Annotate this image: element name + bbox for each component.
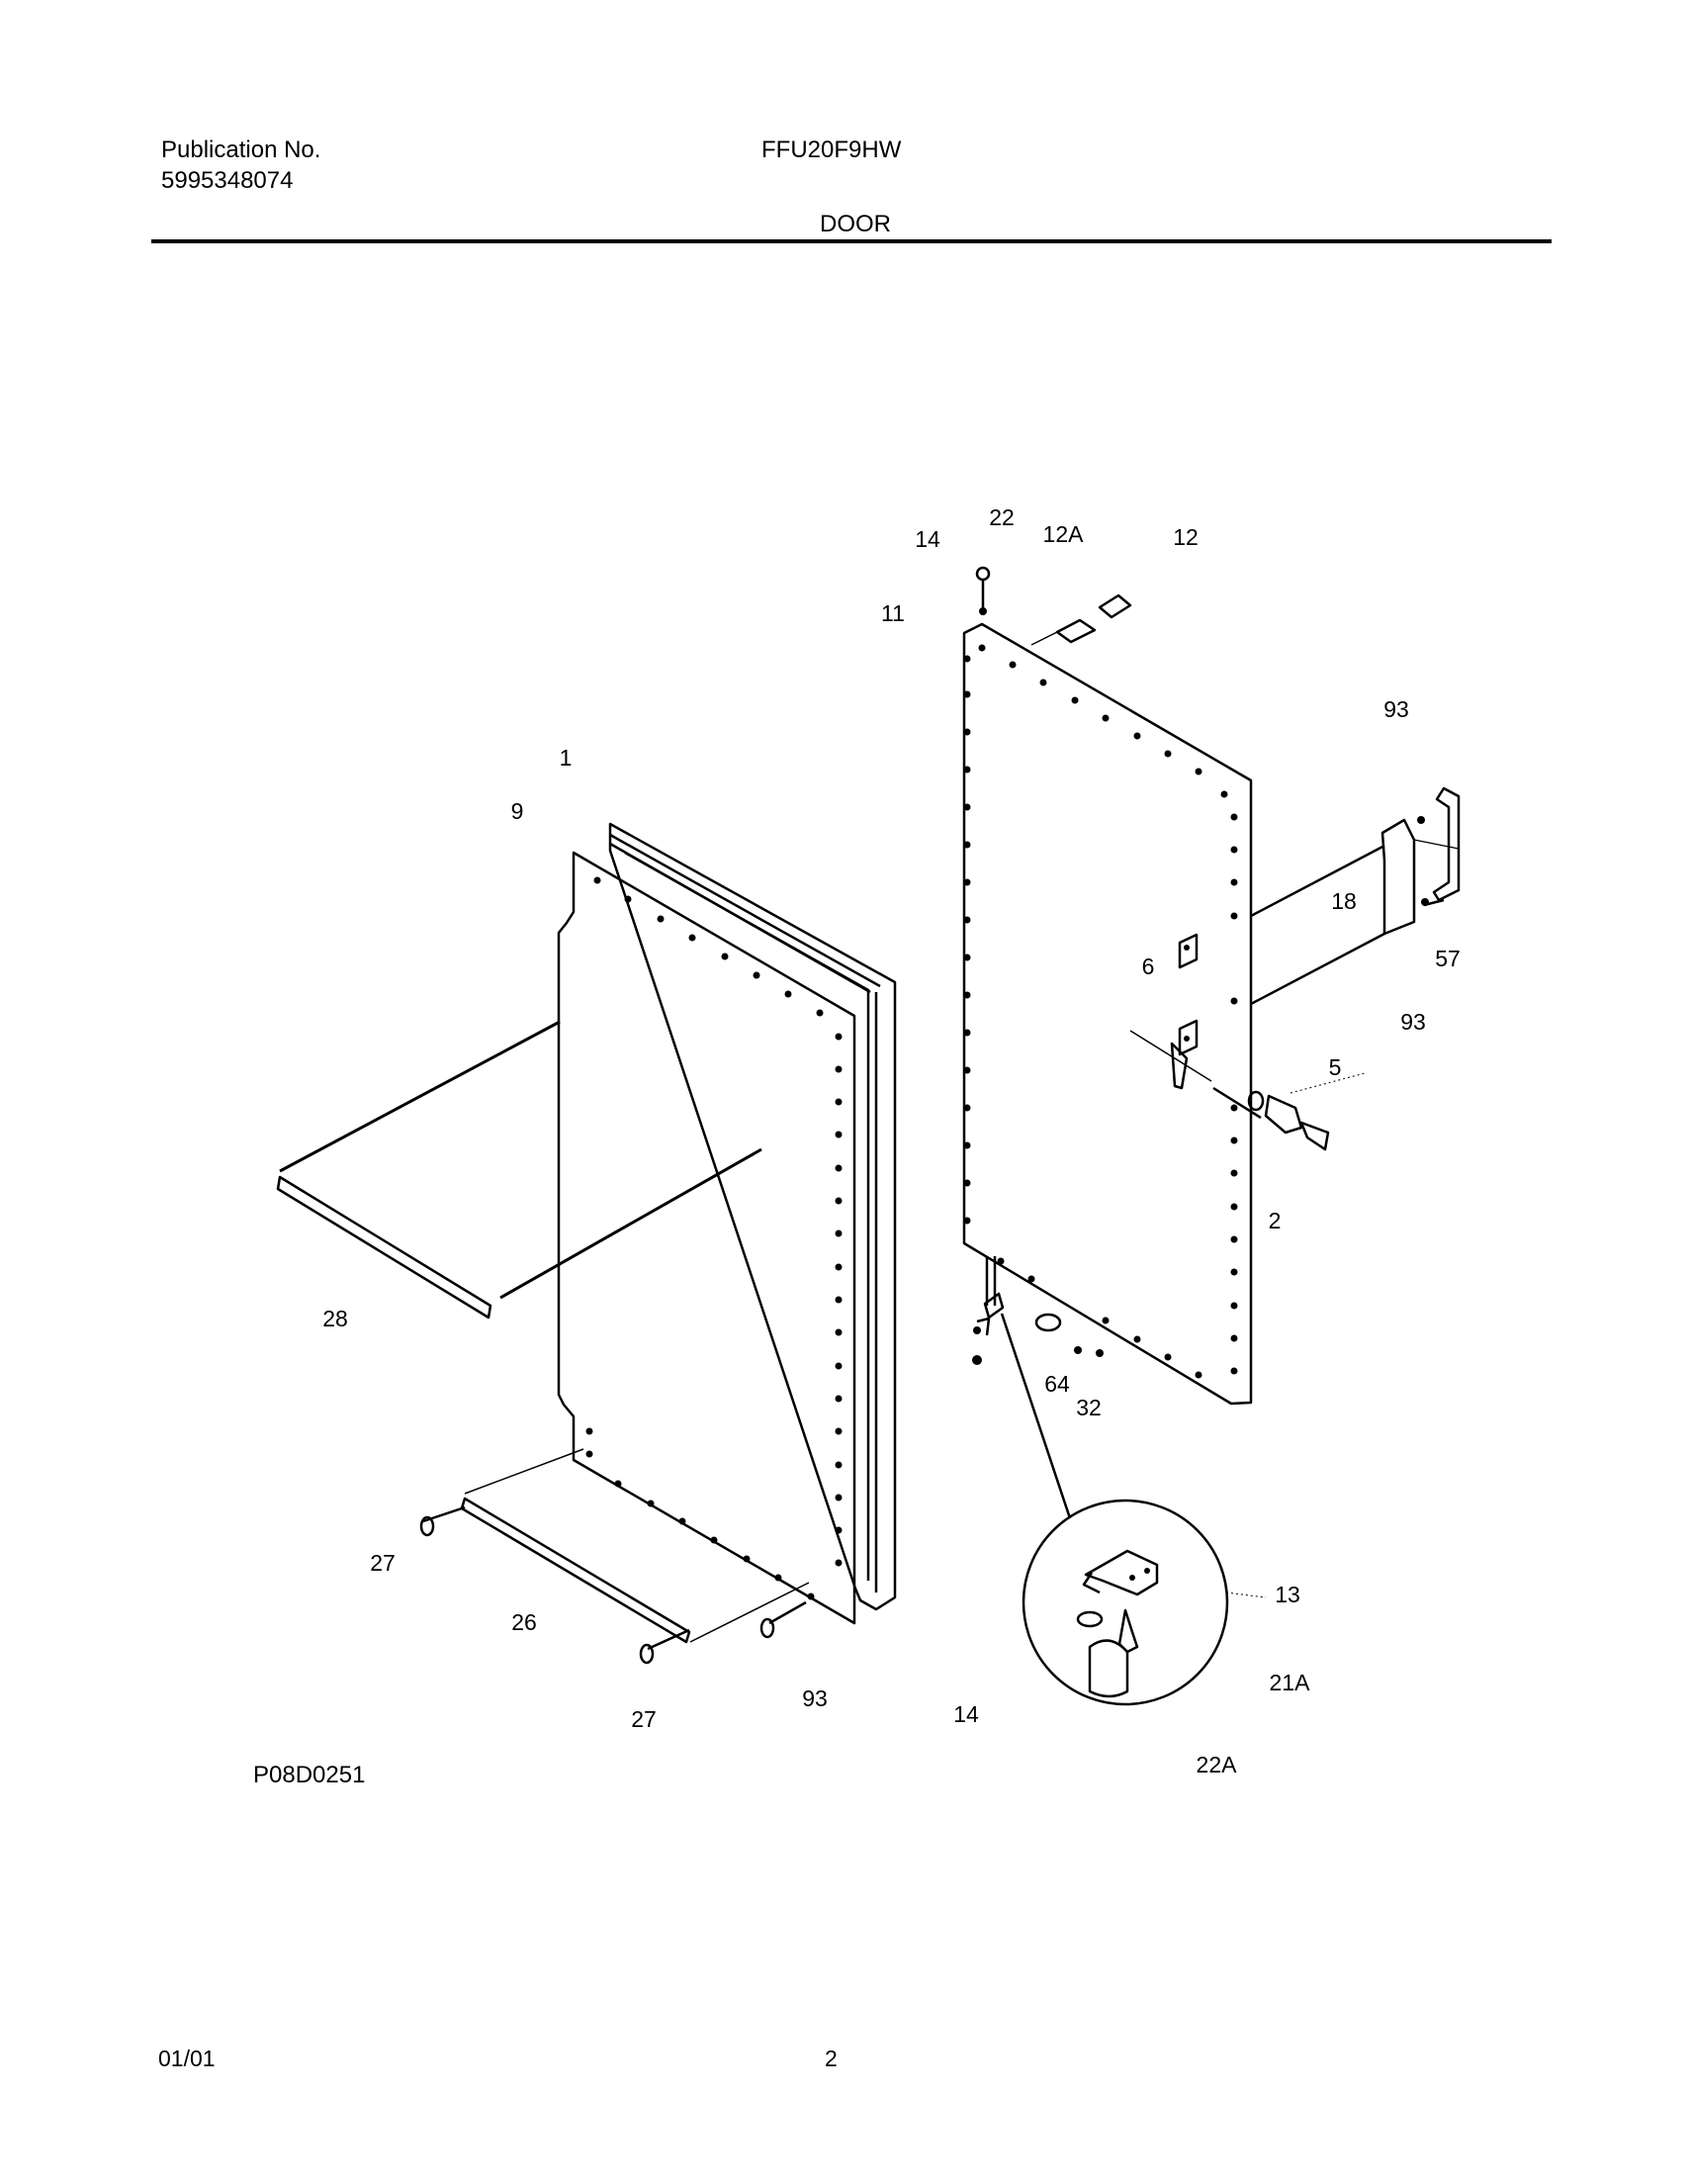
callout-21A: 21A	[1269, 1670, 1310, 1695]
callout-27-bottom: 27	[631, 1706, 657, 1732]
callout-64: 64	[1044, 1371, 1070, 1397]
outer-door-panel	[962, 622, 1253, 1406]
callout-11: 11	[881, 600, 905, 626]
breaker-strip-26	[460, 1448, 810, 1644]
callout-93-top: 93	[1383, 696, 1409, 722]
hinge-detail-circle	[1022, 1499, 1229, 1706]
callout-28: 28	[322, 1306, 348, 1331]
door-trim-12	[1098, 593, 1132, 619]
callout-57: 57	[1435, 946, 1461, 971]
callout-26: 26	[511, 1609, 537, 1635]
callout-9: 9	[510, 798, 524, 824]
callout-22A: 22A	[1196, 1752, 1237, 1777]
bottom-hinge-bracket	[976, 1256, 1072, 1519]
diagram-code: P08D0251	[253, 1762, 366, 1788]
lock-assembly	[1129, 933, 1330, 1151]
door-trim-12A	[1055, 618, 1097, 644]
callout-6: 6	[1141, 954, 1155, 979]
breaker-strip-28	[276, 1020, 762, 1320]
door-liner-panel	[557, 851, 856, 1625]
callout-22: 22	[989, 504, 1015, 530]
callout-12: 12	[1173, 524, 1199, 550]
callout-18: 18	[1331, 888, 1357, 914]
callout-14-top: 14	[915, 526, 940, 552]
publication-label: Publication No.	[161, 136, 321, 163]
door-handle	[1250, 786, 1461, 1006]
callout-93-mid: 93	[1400, 1009, 1426, 1035]
door-gasket	[608, 822, 897, 1611]
callout-93-bottom: 93	[802, 1685, 828, 1711]
callout-1: 1	[559, 745, 573, 771]
callout-2: 2	[1268, 1208, 1282, 1233]
callout-5: 5	[1328, 1054, 1342, 1080]
callout-32: 32	[1076, 1395, 1102, 1420]
section-title: DOOR	[820, 211, 891, 237]
footer-page-number: 2	[825, 2046, 838, 2071]
publication-number: 5995348074	[161, 167, 294, 194]
header-rule	[151, 239, 1552, 243]
model-number: FFU20F9HW	[761, 136, 902, 163]
callout-12A: 12A	[1042, 521, 1084, 547]
callout-27-left: 27	[370, 1550, 396, 1576]
callout-13: 13	[1275, 1582, 1300, 1607]
screw-27-bottom	[639, 1628, 690, 1665]
callout-14-bottom: 14	[953, 1701, 979, 1727]
screw-93-bottom	[759, 1600, 807, 1639]
footer-date: 01/01	[158, 2046, 216, 2071]
screw-27-left	[419, 1505, 466, 1537]
